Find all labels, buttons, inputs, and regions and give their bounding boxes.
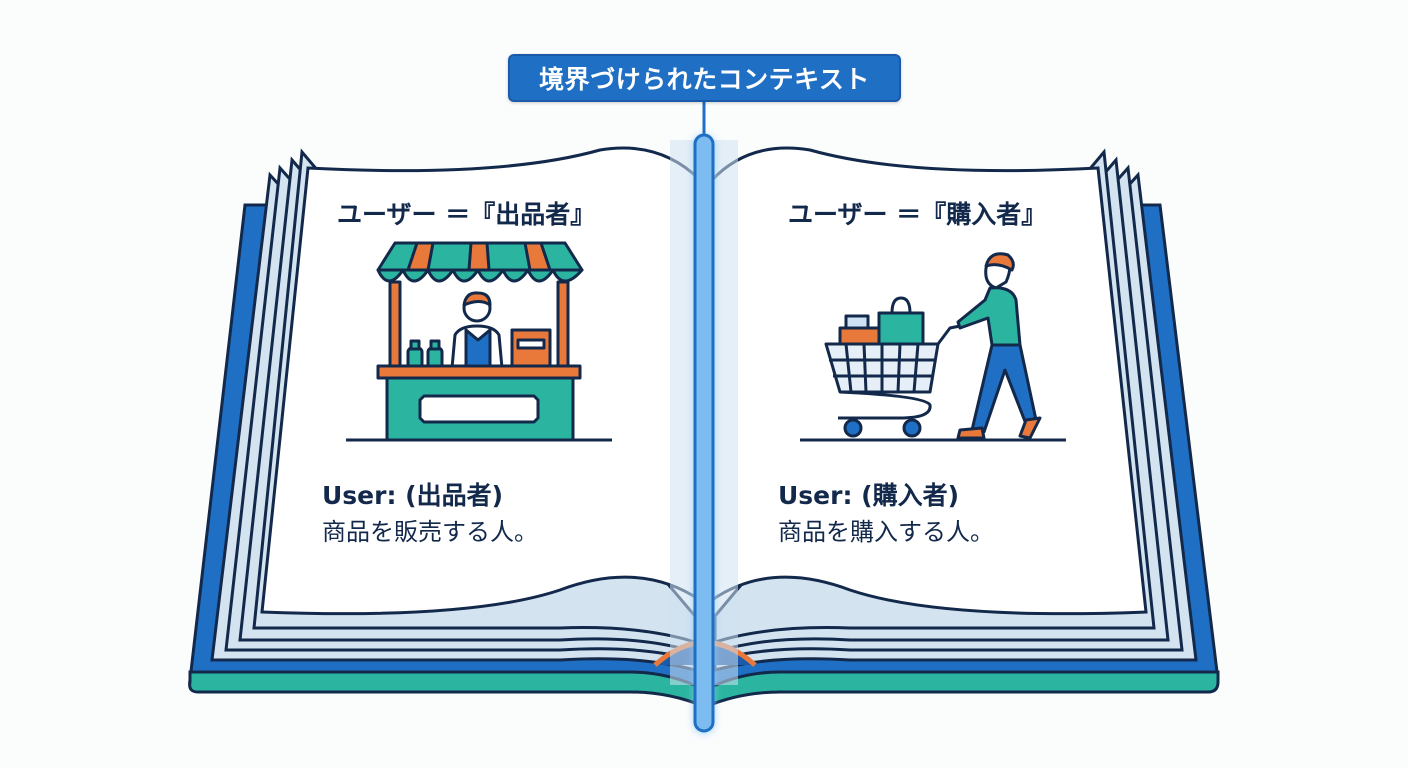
right-user-line: User: (購入者) xyxy=(778,481,960,510)
right-description: 商品を購入する人。 xyxy=(778,518,994,546)
left-description: 商品を販売する人。 xyxy=(322,518,538,546)
boundary-divider xyxy=(693,133,715,733)
market-stall-seller-icon xyxy=(346,241,612,442)
right-page-heading: ユーザー ＝『購入者』 xyxy=(788,200,1047,229)
shopping-cart-buyer-icon xyxy=(800,252,1066,442)
bounded-context-label: 境界づけられたコンテキスト xyxy=(508,54,901,102)
left-page-heading: ユーザー ＝『出品者』 xyxy=(337,200,596,229)
left-user-line: User: (出品者) xyxy=(322,481,504,510)
